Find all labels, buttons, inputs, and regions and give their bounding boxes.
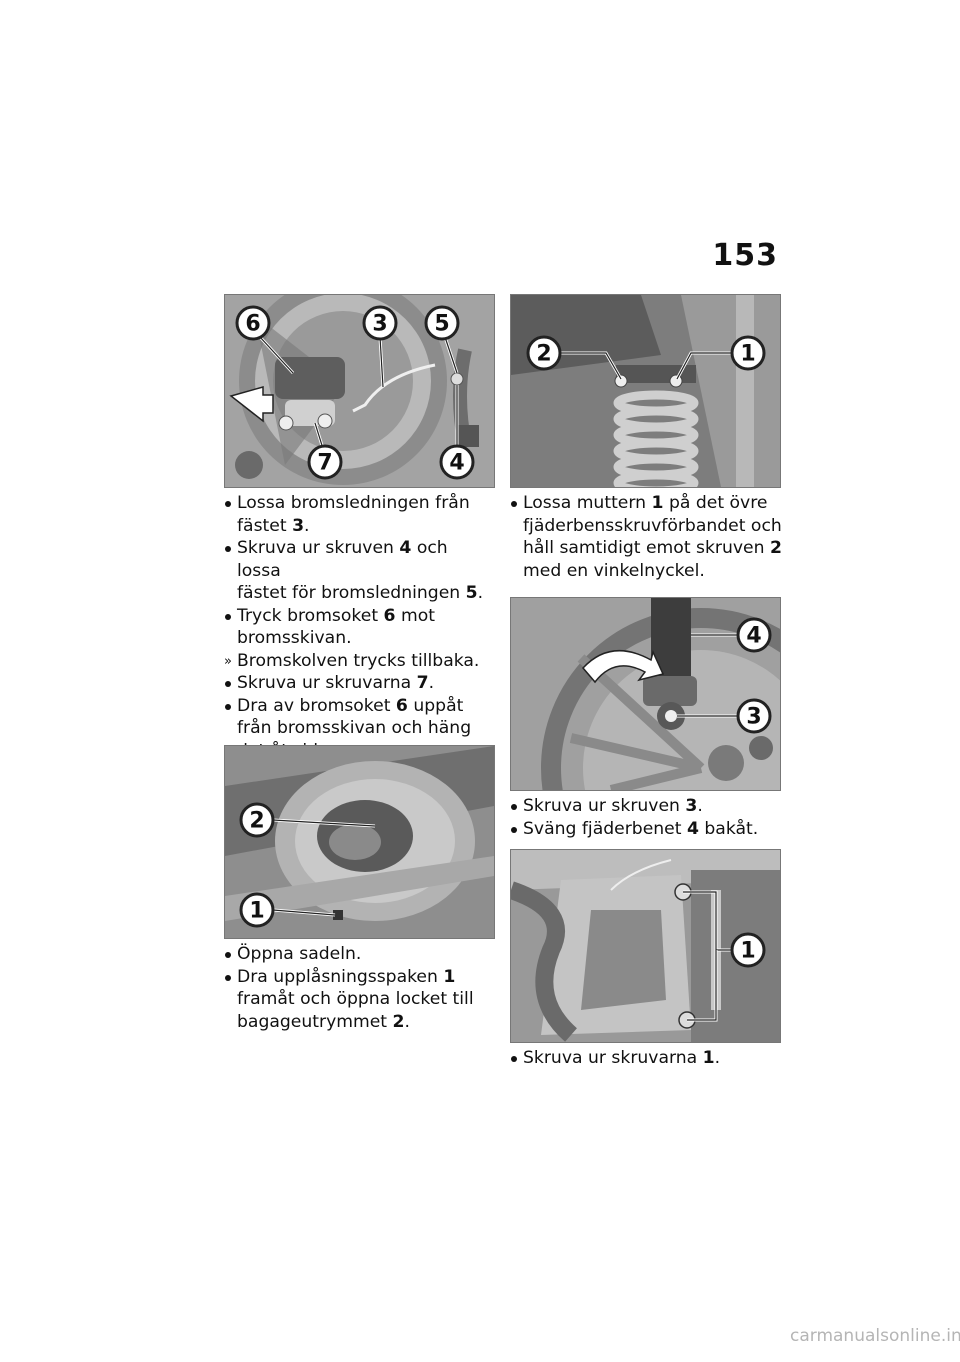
callout-6: 6 [245, 312, 260, 337]
footer-watermark: carmanualsonline.info [790, 1326, 960, 1346]
shock-upper-mount-figure: 2 1 [510, 294, 781, 488]
step-list-4: Skruva ur skruven 3. Sväng fjäderbenet 4… [510, 795, 782, 840]
page-number: 153 [712, 238, 778, 273]
callout-3: 3 [746, 705, 761, 730]
callout-2: 2 [536, 342, 551, 367]
callout-3: 3 [372, 312, 387, 337]
list-item: Skruva ur skruven 3. [511, 796, 703, 816]
seat-storage-figure: 2 1 [224, 745, 495, 939]
callout-4: 4 [746, 624, 761, 649]
shock-lower-mount-figure: 4 3 [510, 597, 781, 791]
list-item: Sväng fjäderbenet 4 bakåt. [511, 818, 759, 839]
frame-bolts-figure: 1 [510, 849, 781, 1043]
step-list-5: Skruva ur skruvarna 1. [510, 1047, 782, 1070]
brake-caliper-figure: 6 3 5 7 4 [224, 294, 495, 488]
result-item: »Bromskolven trycks tillbaka. [224, 650, 480, 671]
callout-5: 5 [434, 312, 449, 337]
callout-1: 1 [740, 342, 755, 367]
list-item: Skruva ur skruvarna 7. [225, 673, 435, 693]
callout-1: 1 [249, 899, 264, 924]
list-item: Skruva ur skruvarna 1. [511, 1048, 721, 1068]
callout-1: 1 [740, 939, 755, 964]
callout-7: 7 [317, 451, 332, 476]
callout-4: 4 [449, 451, 464, 476]
list-item: Öppna sadeln. [225, 944, 362, 964]
callout-2: 2 [249, 809, 264, 834]
